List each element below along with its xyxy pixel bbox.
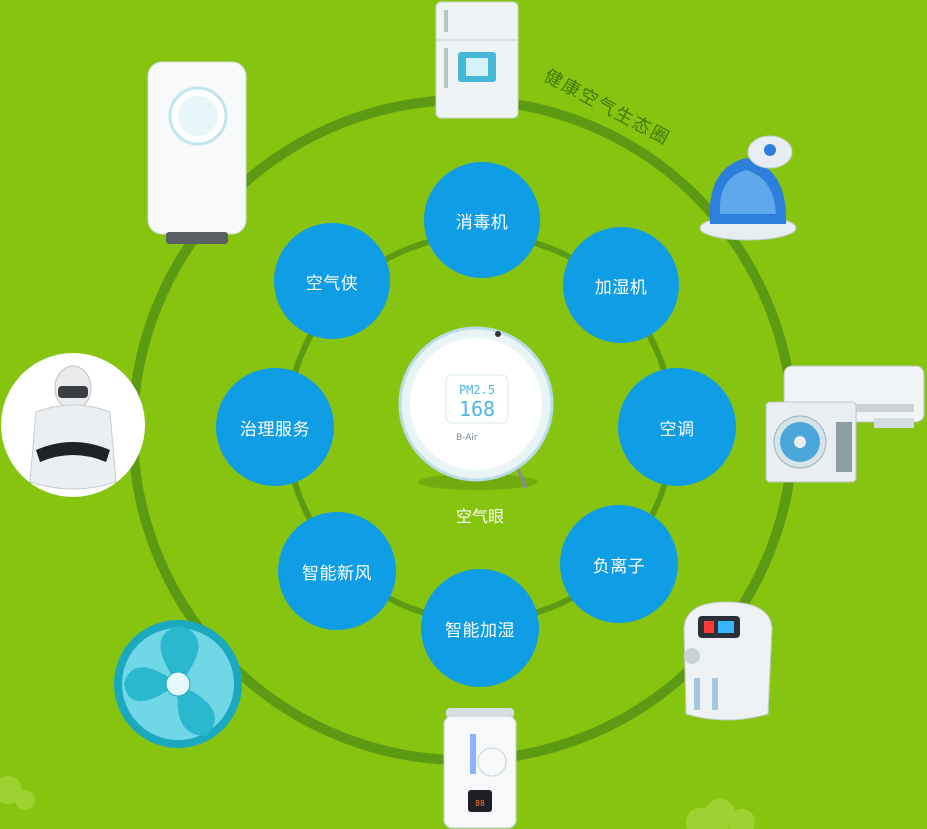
refrigerator-icon[interactable] (432, 0, 522, 122)
svg-text:88: 88 (475, 799, 485, 808)
hazmat-worker-icon[interactable] (0, 352, 146, 498)
pm-value: 168 (459, 397, 495, 421)
air-eye-device[interactable]: PM2.5 168 B-Air (396, 320, 561, 500)
service-fresh-air[interactable]: 智能新风 (278, 512, 396, 630)
brand-logo: B-Air (456, 433, 478, 443)
humidifier-icon[interactable] (696, 128, 800, 242)
air-purifier-icon[interactable] (144, 60, 250, 246)
service-smart-humidify[interactable]: 智能加湿 (421, 569, 539, 687)
service-humidifier[interactable]: 加湿机 (563, 227, 679, 343)
service-treatment[interactable]: 治理服务 (216, 368, 334, 486)
fan-icon[interactable] (112, 612, 244, 754)
center-label: 空气眼 (455, 507, 504, 526)
service-air-hero[interactable]: 空气侠 (274, 223, 390, 339)
service-air-conditioner[interactable]: 空调 (618, 368, 736, 486)
air-conditioner-icon[interactable] (764, 362, 927, 487)
service-negative-ion[interactable]: 负离子 (560, 505, 678, 623)
pm-label: PM2.5 (459, 383, 495, 397)
service-disinfector[interactable]: 消毒机 (424, 162, 540, 278)
oxygen-concentrator-icon[interactable] (672, 598, 780, 728)
tower-humidifier-icon[interactable]: 88 (440, 706, 520, 829)
